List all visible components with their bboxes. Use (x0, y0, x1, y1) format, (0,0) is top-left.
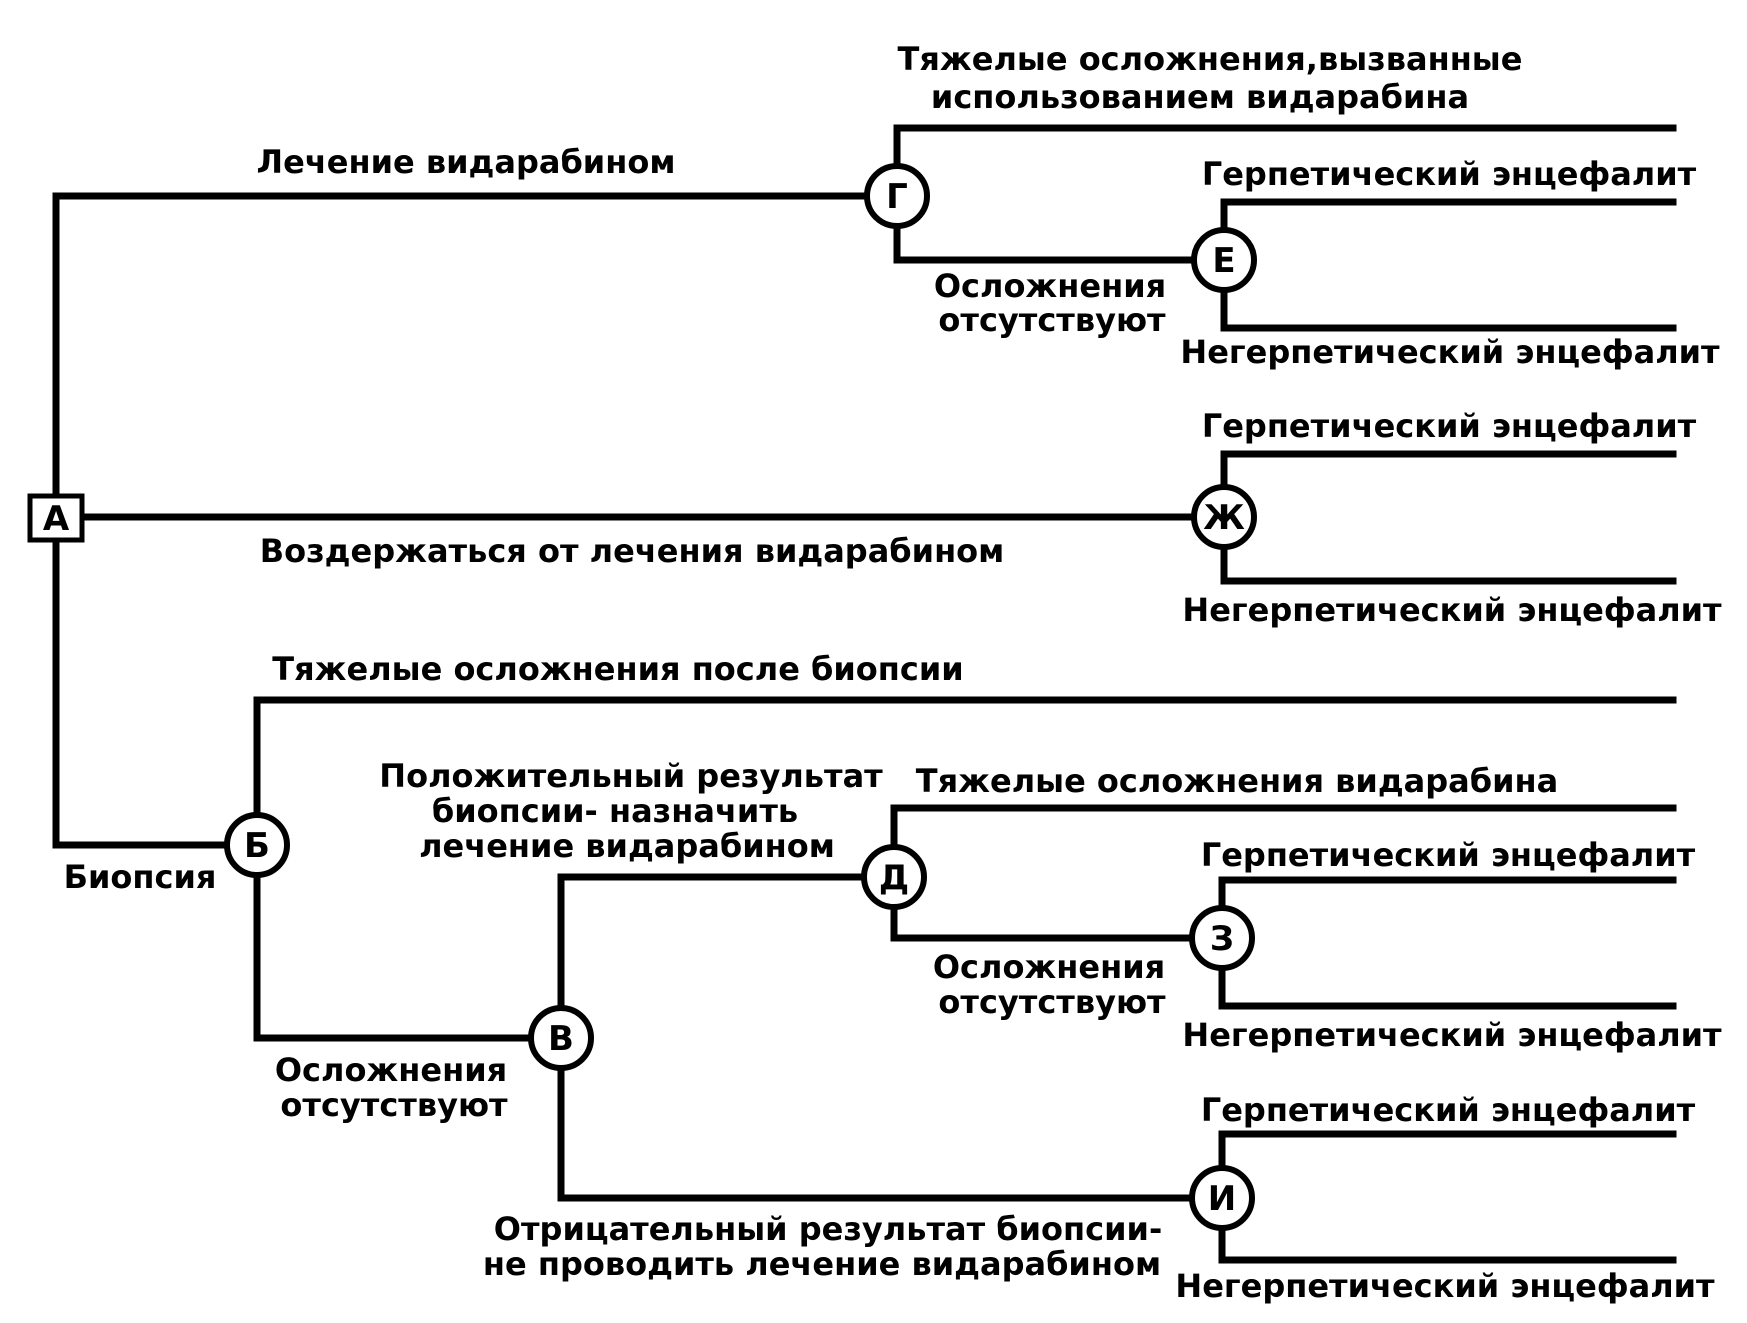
edge-a-b (52, 536, 234, 849)
label-e-herpetic: Герпетический энцефалит (1202, 155, 1697, 193)
label-zh-herpetic: Герпетический энцефалит (1202, 407, 1697, 445)
label-z-nonherpetic: Негерпетический энцефалит (1182, 1016, 1722, 1054)
label-positive-biopsy-line2: биопсии- назначить (432, 792, 798, 830)
edge-i-herpetic (1218, 1130, 1677, 1172)
node-z-letter: З (1210, 919, 1234, 959)
node-a: А (27, 493, 85, 543)
edge-e-herpetic (1220, 198, 1677, 230)
label-no-complications-g-line2: отсутствуют (938, 301, 1166, 339)
edge-zh-nonherpetic (1220, 544, 1677, 585)
label-severe-vidarabine-d: Тяжелые осложнения видарабина (916, 762, 1558, 800)
node-g: Г (864, 163, 930, 229)
label-abstain-vidarabine: Воздержаться от лечения видарабином (260, 532, 1005, 570)
node-b-letter: Б (244, 826, 270, 866)
node-zh: Ж (1191, 484, 1257, 550)
label-no-complications-d-line2: отсутствуют (938, 983, 1166, 1021)
edge-e-nonherpetic (1220, 290, 1677, 332)
edge-v-d (557, 873, 868, 1012)
node-b: Б (224, 812, 290, 878)
node-d: Д (861, 844, 927, 910)
label-severe-vidarabine-complications-line1: Тяжелые осложнения,вызванные (898, 40, 1523, 78)
node-g-letter: Г (886, 177, 908, 217)
label-severe-biopsy-complications: Тяжелые осложнения после биопсии (272, 650, 963, 688)
node-e: Е (1191, 227, 1257, 293)
node-z: З (1189, 905, 1255, 971)
edge-z-herpetic (1218, 876, 1677, 912)
edge-a-g (52, 192, 901, 500)
edge-v-i (557, 1064, 1197, 1202)
edge-b-v (253, 869, 535, 1042)
edge-d-severe (890, 804, 1677, 851)
label-no-complications-d-line1: Осложнения (933, 948, 1165, 986)
label-treat-vidarabine: Лечение видарабином (257, 143, 676, 181)
edge-g-severe (893, 124, 1677, 164)
node-d-letter: Д (879, 858, 909, 898)
node-i: И (1189, 1165, 1255, 1231)
label-positive-biopsy-line3: лечение видарабином (419, 827, 835, 865)
label-no-complications-b-line2: отсутствуют (280, 1086, 508, 1124)
node-e-letter: Е (1212, 241, 1235, 281)
label-negative-biopsy-line1: Отрицательный результат биопсии- (494, 1210, 1162, 1248)
node-v: В (528, 1005, 594, 1071)
label-zh-nonherpetic: Негерпетический энцефалит (1182, 591, 1722, 629)
label-biopsy: Биопсия (64, 858, 217, 896)
edge-g-e (893, 228, 1197, 264)
edge-zh-herpetic (1220, 450, 1677, 490)
edge-i-nonherpetic (1218, 1224, 1677, 1264)
label-negative-biopsy-line2: не проводить лечение видарабином (483, 1245, 1161, 1283)
label-no-complications-b-line1: Осложнения (275, 1051, 507, 1089)
label-e-nonherpetic: Негерпетический энцефалит (1180, 333, 1720, 371)
node-zh-letter: Ж (1203, 498, 1245, 538)
label-z-herpetic: Герпетический энцефалит (1201, 836, 1696, 874)
label-positive-biopsy-line1: Положительный результат (379, 757, 883, 795)
node-a-letter: А (43, 499, 70, 539)
label-no-complications-g-line1: Осложнения (934, 267, 1166, 305)
label-i-nonherpetic: Негерпетический энцефалит (1175, 1267, 1715, 1305)
label-i-herpetic: Герпетический энцефалит (1201, 1091, 1696, 1129)
edge-z-nonherpetic (1218, 966, 1677, 1010)
label-severe-vidarabine-complications-line2: использованием видарабина (931, 78, 1469, 116)
node-v-letter: В (548, 1019, 574, 1059)
edge-d-z (890, 903, 1197, 942)
node-i-letter: И (1208, 1179, 1236, 1219)
edge-b-severe (253, 696, 1677, 821)
